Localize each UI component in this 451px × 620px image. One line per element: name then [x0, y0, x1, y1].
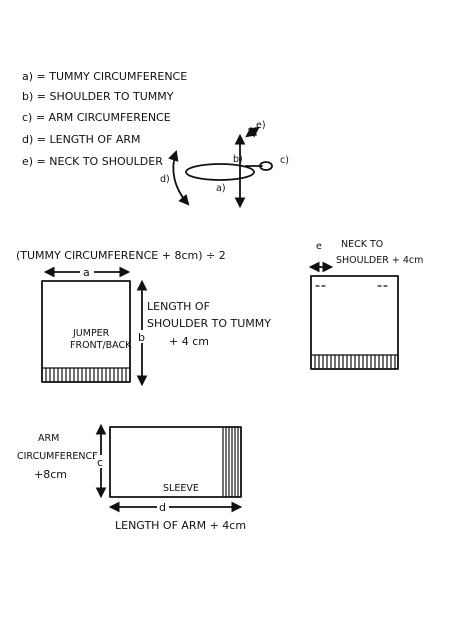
- front-back-formula: (TUMMY CIRCUMFERENCE + 8cm) ÷ 2: [16, 249, 226, 262]
- tummy-ellipse: [185, 163, 255, 181]
- measurement-figure: d) a) b) e) c): [160, 120, 289, 209]
- dim-d-bg: [157, 500, 169, 513]
- sleeve-ribbing: [222, 426, 239, 498]
- front-back-label-line2: FRONT/BACK: [70, 340, 132, 351]
- sleeve-section: ARM CIRCUMFERENCE +8cm c SLEEVE d LENGTH…: [17, 423, 246, 532]
- dim-c-bg: [95, 455, 107, 468]
- legend: a) = TUMMY CIRCUMFERENCE b) = SHOULDER T…: [22, 70, 187, 168]
- neck-note-line2: SHOULDER + 4cm: [336, 255, 423, 266]
- dim-a-bg: [80, 265, 94, 277]
- arm-circle: [259, 161, 273, 171]
- legend-item-c: c) = ARM CIRCUMFERENCE: [22, 111, 171, 124]
- arm-note-line3: +8cm: [34, 468, 67, 481]
- legend-item-e: e) = NECK TO SHOULDER: [22, 155, 163, 168]
- label-d: d): [160, 174, 170, 185]
- neck-shoulder-arrow: [245, 126, 260, 138]
- dim-b: b: [138, 331, 145, 344]
- label-e: e): [256, 120, 266, 131]
- sleeve-label: SLEEVE: [163, 483, 199, 494]
- neck-section: e NECK TO SHOULDER + 4cm: [308, 239, 423, 370]
- dim-e: e: [316, 241, 322, 252]
- back-panel-ribbing: [310, 354, 399, 370]
- dim-b-bg: [136, 330, 148, 343]
- legend-item-d: d) = LENGTH OF ARM: [22, 133, 141, 146]
- dim-a: a: [83, 266, 90, 279]
- length-note-line2: SHOULDER TO TUMMY: [147, 317, 271, 330]
- legend-item-a: a) = TUMMY CIRCUMFERENCE: [22, 70, 187, 83]
- legend-item-b: b) = SHOULDER TO TUMMY: [22, 90, 174, 103]
- front-back-section: (TUMMY CIRCUMFERENCE + 8cm) ÷ 2 a: [16, 249, 271, 387]
- front-back-ribbing: [41, 367, 131, 383]
- label-c: c): [280, 155, 289, 166]
- arm-note-line1: ARM: [38, 433, 59, 444]
- arm-length-arrow: [168, 149, 190, 206]
- neck-note-line1: NECK TO: [341, 239, 383, 250]
- label-a: a): [216, 183, 226, 194]
- sleeve-panel: [109, 426, 242, 498]
- front-back-label-line1: JUMPER: [72, 328, 110, 339]
- sleeve-length-note: LENGTH OF ARM + 4cm: [115, 519, 246, 532]
- length-note-line3: + 4 cm: [169, 335, 209, 348]
- dim-c: c: [97, 456, 103, 469]
- length-note-line1: LENGTH OF: [147, 300, 210, 313]
- arm-note-line2: CIRCUMFERENCE: [17, 451, 98, 462]
- label-b: b): [233, 154, 243, 165]
- dim-d: d: [159, 501, 166, 514]
